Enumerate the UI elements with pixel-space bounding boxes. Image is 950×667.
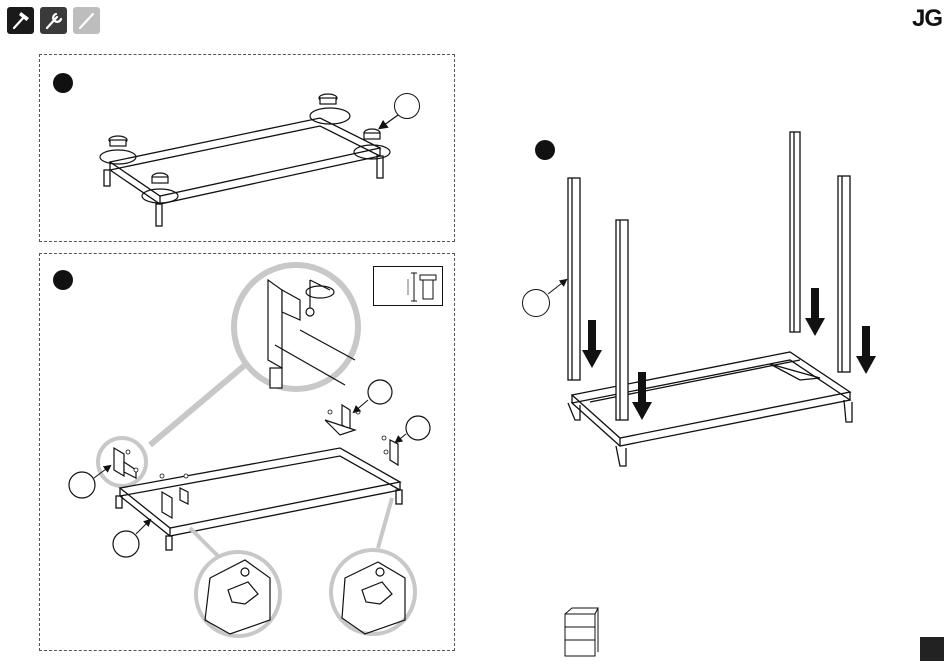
side-frame (568, 352, 852, 466)
base-frame-bottom (116, 448, 402, 550)
vertical-posts (568, 132, 850, 420)
zoom-detail-top (234, 265, 358, 389)
corner-brackets (114, 405, 398, 518)
base-frame-top (104, 118, 383, 226)
bookshelf-thumbnail-icon (565, 608, 598, 656)
leveling-feet (100, 94, 390, 203)
page-corner-tab (920, 637, 944, 661)
